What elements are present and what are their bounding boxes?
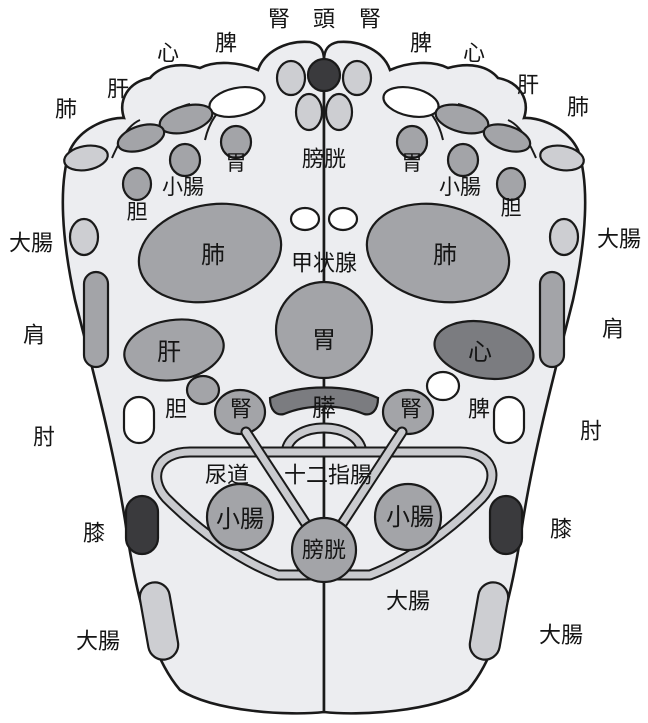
spleen-zone [427,372,459,400]
label-gallbladder-toe-right: 胆 [501,196,522,220]
label-lung-left: 肺 [201,241,225,269]
label-large-int-side-left: 大腸 [9,232,53,257]
label-large-int-bottom: 大腸 [386,590,430,615]
label-heart: 心 [468,338,492,366]
label-liver-toe-right: 肝 [517,74,539,99]
label-gallbladder: 胆 [165,398,187,423]
label-small-int-toe-left: 小腸 [162,175,204,199]
thyroid-zone-right [329,208,357,230]
label-lung-toe-left: 肺 [55,98,77,123]
thyroid-zone-left [291,208,319,230]
label-duodenum: 十二指腸 [284,464,372,489]
shoulder-zone-right [540,272,564,367]
label-lung-toe-right: 肺 [567,96,589,121]
label-heart-toe-left: 心 [157,42,179,67]
knee-zone-left [126,496,158,554]
label-spleen-toe-right: 脾 [410,32,432,57]
label-shoulder-right: 肩 [602,318,624,343]
label-large-int-bottom-right: 大腸 [539,624,583,649]
label-stomach-toe-left: 胃 [226,151,247,175]
head-zone [308,59,340,91]
label-heart-toe-right: 心 [463,42,485,67]
label-kidney-top-left: 腎 [268,8,290,33]
label-thyroid: 甲状腺 [291,252,357,277]
label-pancreas: 膵 [312,394,336,422]
label-liver-toe-left: 肝 [107,78,129,103]
knee-zone-right [490,496,522,554]
label-small-int-left: 小腸 [216,505,264,533]
label-lung-right: 肺 [433,241,457,269]
large-int-side-zone-right [550,219,578,255]
label-elbow-right: 肘 [580,420,602,445]
label-knee-right: 膝 [550,518,572,543]
label-liver: 肝 [157,338,181,366]
label-gallbladder-toe-left: 胆 [127,200,148,224]
elbow-zone-left [124,397,154,443]
label-large-int-bottom-left: 大腸 [76,630,120,655]
label-stomach-center: 胃 [312,326,336,354]
label-spleen-toe-left: 脾 [215,32,237,57]
label-stomach-toe-right: 胃 [402,151,423,175]
shoulder-zone-left [84,272,108,367]
label-small-int-right: 小腸 [386,503,434,531]
small-int-toe-zone-left [170,144,200,176]
large-int-side-zone-left [70,219,98,255]
label-small-int-toe-right: 小腸 [439,175,481,199]
gallbladder-toe-zone-left [123,168,151,200]
label-large-int-side-right: 大腸 [597,228,641,253]
kidney-toe-zone-right [343,61,371,95]
label-knee-left: 膝 [83,522,105,547]
kidney-toe-zone-left [277,61,305,95]
label-kidney-left: 腎 [230,398,252,423]
gallbladder-zone [187,376,219,404]
label-kidney-top-right: 腎 [359,8,381,33]
label-shoulder-left: 肩 [23,324,45,349]
label-spleen: 脾 [468,398,490,423]
label-head-top: 頭 [313,8,335,33]
label-bladder-top: 膀胱 [302,148,346,173]
label-kidney-right: 腎 [400,398,422,423]
small-int-toe-zone-right [448,144,478,176]
bladder-toe-zone-r [326,94,352,130]
elbow-zone-right [494,397,524,443]
label-urethra: 尿道 [205,464,249,489]
bladder-toe-zone-l [296,94,322,130]
label-elbow-left: 肘 [33,426,55,451]
label-bladder-center: 膀胱 [302,539,346,564]
